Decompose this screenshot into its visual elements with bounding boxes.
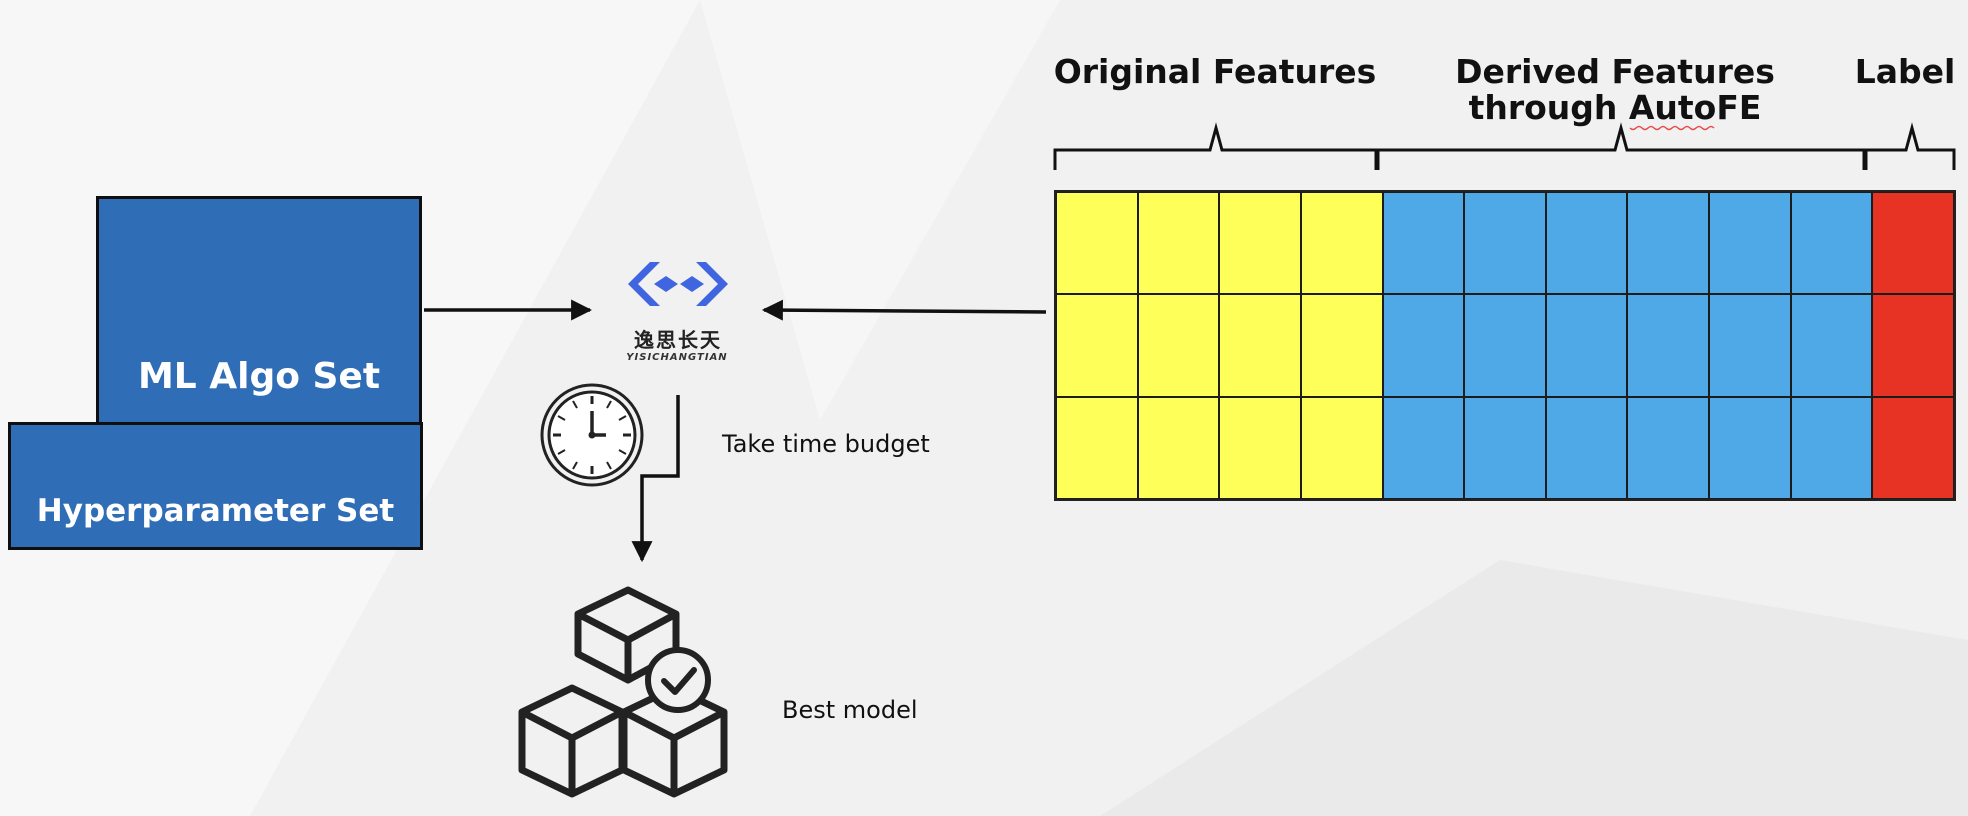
derived-feature-cell: [1382, 192, 1465, 295]
derived-feature-cell: [1627, 192, 1710, 295]
original-features-brace: [1053, 122, 1378, 170]
original-feature-cell: [1300, 396, 1383, 499]
derived-feature-cell: [1545, 294, 1628, 397]
derived-features-line2: through AutoFE: [1430, 88, 1800, 128]
original-feature-cell: [1137, 294, 1220, 397]
derived-feature-cell: [1627, 396, 1710, 499]
derived-feature-cell: [1790, 396, 1873, 499]
hyperparameter-set-box: Hyperparameter Set: [8, 422, 423, 550]
derived-feature-cell: [1464, 396, 1546, 499]
original-feature-cell: [1219, 192, 1301, 295]
ml-algo-set-label: ML Algo Set: [137, 356, 381, 397]
label-feature-cell: [1872, 396, 1954, 499]
ml-algo-set-box: ML Algo Set: [96, 196, 422, 426]
derived-features-label: Derived Features through AutoFE: [1430, 52, 1800, 128]
original-feature-cell: [1056, 396, 1138, 499]
original-feature-cell: [1056, 192, 1138, 295]
derived-feature-cell: [1790, 294, 1873, 397]
derived-feature-cell: [1382, 396, 1465, 499]
label-feature-cell: [1872, 192, 1954, 295]
best-model-label: Best model: [782, 696, 918, 724]
original-feature-cell: [1300, 192, 1383, 295]
check-circle-icon: [645, 647, 711, 713]
derived-feature-cell: [1627, 294, 1710, 397]
derived-feature-cell: [1790, 192, 1873, 295]
feature-table: [1054, 190, 1956, 501]
original-feature-cell: [1137, 396, 1220, 499]
time-budget-label: Take time budget: [722, 430, 930, 458]
logo-cn-text: 逸思长天: [634, 328, 722, 352]
hyperparameter-set-label: Hyperparameter Set: [36, 493, 395, 529]
logo-to-model-arrow: [631, 395, 680, 563]
logo-icon: [628, 262, 728, 306]
original-feature-cell: [1219, 294, 1301, 397]
derived-feature-cell: [1709, 192, 1791, 295]
derived-feature-cell: [1709, 396, 1791, 499]
derived-feature-cell: [1382, 294, 1465, 397]
derived-feature-cell: [1464, 192, 1546, 295]
label-brace: [1864, 122, 1956, 170]
derived-feature-cell: [1545, 192, 1628, 295]
derived-features-line2-text: through AutoFE: [1468, 88, 1762, 127]
clock-icon: [540, 383, 644, 487]
table-to-logo-arrow: [761, 299, 1047, 321]
derived-feature-cell: [1464, 294, 1546, 397]
logo-en-text: YISICHANGTIAN: [626, 352, 728, 363]
original-features-label: Original Features: [1053, 52, 1377, 91]
original-feature-cell: [1137, 192, 1220, 295]
derived-feature-cell: [1709, 294, 1791, 397]
derived-features-brace: [1376, 122, 1866, 170]
derived-features-line1: Derived Features: [1455, 52, 1775, 91]
label-feature-cell: [1872, 294, 1954, 397]
original-feature-cell: [1300, 294, 1383, 397]
spellcheck-underline: [1629, 125, 1715, 131]
original-feature-cell: [1219, 396, 1301, 499]
original-feature-cell: [1056, 294, 1138, 397]
label-header: Label: [1854, 52, 1956, 91]
cubes-icon: [518, 586, 728, 798]
derived-feature-cell: [1545, 396, 1628, 499]
